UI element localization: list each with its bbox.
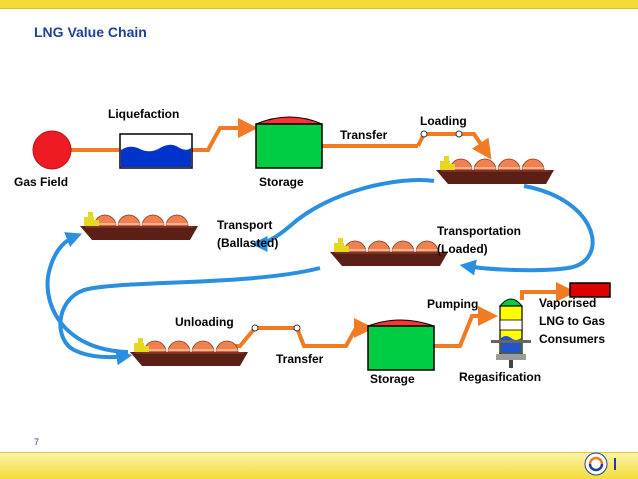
regasification-icon xyxy=(491,298,531,368)
label-vaporised-line2: LNG to Gas xyxy=(539,314,606,328)
loading-valve-right xyxy=(455,130,463,138)
page-number: 7 xyxy=(34,437,40,447)
loading-valve-left xyxy=(420,130,428,138)
page-title: LNG Value Chain xyxy=(34,24,147,40)
top-accent-bar xyxy=(0,0,638,8)
pipe-transfer-to-storage xyxy=(295,318,374,348)
label-gas-field: Gas Field xyxy=(14,175,69,189)
logo-divider xyxy=(614,458,616,470)
liquefaction-icon xyxy=(119,133,193,169)
pipe-liquefaction-to-storage xyxy=(192,118,258,152)
label-vaporised-line1: Vaporised xyxy=(539,296,597,310)
label-vaporised-line3: Consumers xyxy=(539,332,606,346)
label-transportation-loaded-line1: Transportation xyxy=(437,224,522,238)
label-storage-top: Storage xyxy=(259,175,304,189)
consumer-pipe-icon xyxy=(569,282,611,298)
route-to-unloading xyxy=(58,266,321,366)
label-regasification: Regasification xyxy=(459,370,542,384)
label-loading: Loading xyxy=(420,114,467,128)
pipe-loading-to-ship xyxy=(459,132,492,160)
ship-unloading-icon xyxy=(129,337,249,367)
label-transportation-loaded-line2: (Loaded) xyxy=(437,242,488,256)
unloading-valve-left xyxy=(251,324,259,332)
gas-field-icon xyxy=(32,130,72,170)
top-accent-rule xyxy=(0,8,638,9)
ship-loaded-icon xyxy=(329,237,449,267)
label-transport-ballasted-line2: (Ballasted) xyxy=(217,236,279,250)
route-loaded-outbound xyxy=(459,184,595,276)
route-back-to-ballasted xyxy=(45,232,129,354)
label-transfer-top: Transfer xyxy=(340,128,388,142)
ship-loading-icon xyxy=(435,155,555,185)
label-transport-ballasted-line1: Transport xyxy=(217,218,273,232)
storage-tank-bottom-icon xyxy=(367,319,435,371)
pipe-storage-to-regas xyxy=(434,306,498,348)
label-liquefaction: Liquefaction xyxy=(108,107,180,121)
storage-tank-top-icon xyxy=(255,116,323,169)
footer-rule xyxy=(0,452,638,453)
label-pumping: Pumping xyxy=(427,297,479,311)
pipe-regas-to-consumers xyxy=(520,282,576,302)
ship-ballasted-icon xyxy=(79,211,199,241)
company-logo-icon xyxy=(584,452,608,476)
label-transfer-bottom: Transfer xyxy=(276,352,324,366)
label-storage-bottom: Storage xyxy=(370,372,415,386)
label-unloading: Unloading xyxy=(175,315,234,329)
footer-band xyxy=(0,453,638,479)
route-return-ballasted xyxy=(251,178,435,252)
unloading-valve-right xyxy=(293,324,301,332)
